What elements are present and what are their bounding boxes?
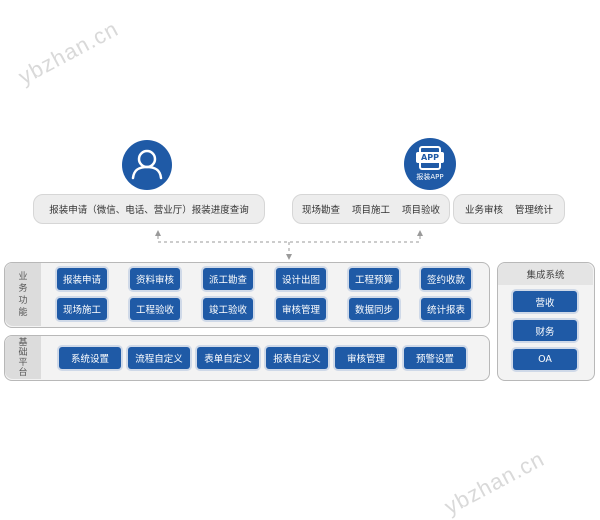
platform-button[interactable]: 表单自定义 — [197, 347, 259, 369]
platform-side-label: 基 础 平 台 — [5, 336, 41, 379]
field-item: 项目验收 — [402, 205, 441, 216]
platform-button[interactable]: 报表自定义 — [266, 347, 328, 369]
module-button[interactable]: 派工勘查 — [203, 268, 253, 290]
side-char: 功 — [18, 295, 28, 306]
app-icon: APP 报装APP — [404, 138, 456, 190]
field-item: 项目施工 — [351, 205, 390, 216]
mgmt-item: 管理统计 — [515, 205, 554, 216]
channels-pill: 报装申请（微信、电话、营业厅）报装进度查询 — [33, 194, 265, 224]
side-char: 平 — [18, 357, 28, 368]
field-pill: 现场勘查 项目施工 项目验收 — [292, 194, 450, 224]
module-button[interactable]: 数据同步 — [349, 298, 399, 320]
integration-button[interactable]: OA — [513, 349, 577, 370]
side-char: 业 — [18, 271, 28, 282]
module-button[interactable]: 统计报表 — [421, 298, 471, 320]
module-button[interactable]: 工程验收 — [130, 298, 180, 320]
module-button[interactable]: 资料审核 — [130, 268, 180, 290]
module-button[interactable]: 竣工验收 — [203, 298, 253, 320]
platform-button[interactable]: 系统设置 — [59, 347, 121, 369]
platform-button[interactable]: 流程自定义 — [128, 347, 190, 369]
module-button[interactable]: 报装申请 — [57, 268, 107, 290]
module-button[interactable]: 设计出图 — [276, 268, 326, 290]
side-char: 础 — [18, 347, 28, 358]
side-char: 台 — [18, 367, 28, 378]
side-char: 能 — [18, 307, 28, 318]
module-button[interactable]: 工程预算 — [349, 268, 399, 290]
integration-button[interactable]: 营收 — [513, 291, 577, 312]
field-item: 现场勘查 — [301, 205, 340, 216]
module-button[interactable]: 现场施工 — [57, 298, 107, 320]
side-char: 务 — [18, 283, 28, 294]
channels-text: 报装申请（微信、电话、营业厅）报装进度查询 — [49, 205, 249, 216]
business-side-label: 业 务 功 能 — [5, 263, 41, 326]
module-button[interactable]: 审核管理 — [276, 298, 326, 320]
user-icon — [122, 140, 172, 190]
platform-button[interactable]: 预警设置 — [404, 347, 466, 369]
mgmt-pill: 业务审核 管理统计 — [453, 194, 565, 224]
app-badge: APP — [416, 152, 444, 163]
platform-button[interactable]: 审核管理 — [335, 347, 397, 369]
app-label: 报装APP — [416, 173, 444, 181]
integration-button[interactable]: 财务 — [513, 320, 577, 341]
mgmt-item: 业务审核 — [464, 205, 503, 216]
side-char: 基 — [18, 337, 28, 348]
module-button[interactable]: 签约收款 — [421, 268, 471, 290]
integration-title: 集成系统 — [498, 263, 593, 285]
